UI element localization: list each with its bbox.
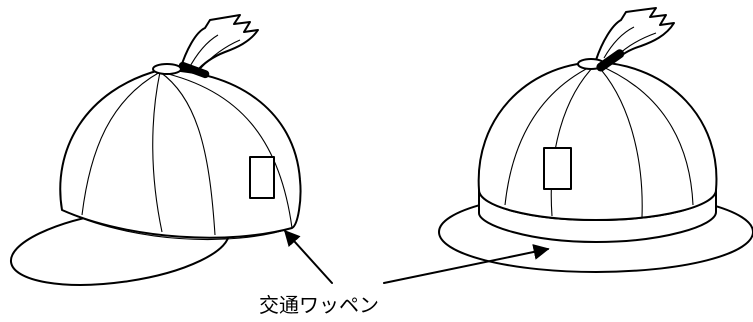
- callout-arrow-right: [383, 244, 550, 284]
- cap-style-hat: [9, 14, 302, 286]
- traffic-emblem-label: 交通ワッペン: [259, 293, 379, 317]
- top-button-left: [152, 63, 182, 75]
- traffic-emblem-left: [249, 156, 275, 199]
- dome-left: [59, 69, 302, 239]
- plume-band-right: [596, 49, 625, 72]
- plume-left: [179, 14, 259, 73]
- dome-right: [477, 61, 718, 221]
- brimmed-style-hat: [438, 7, 753, 273]
- traffic-emblem-right: [543, 147, 572, 190]
- callout-arrow-left: [283, 229, 333, 284]
- plume-band-left: [178, 61, 210, 79]
- plume-right: [595, 7, 675, 65]
